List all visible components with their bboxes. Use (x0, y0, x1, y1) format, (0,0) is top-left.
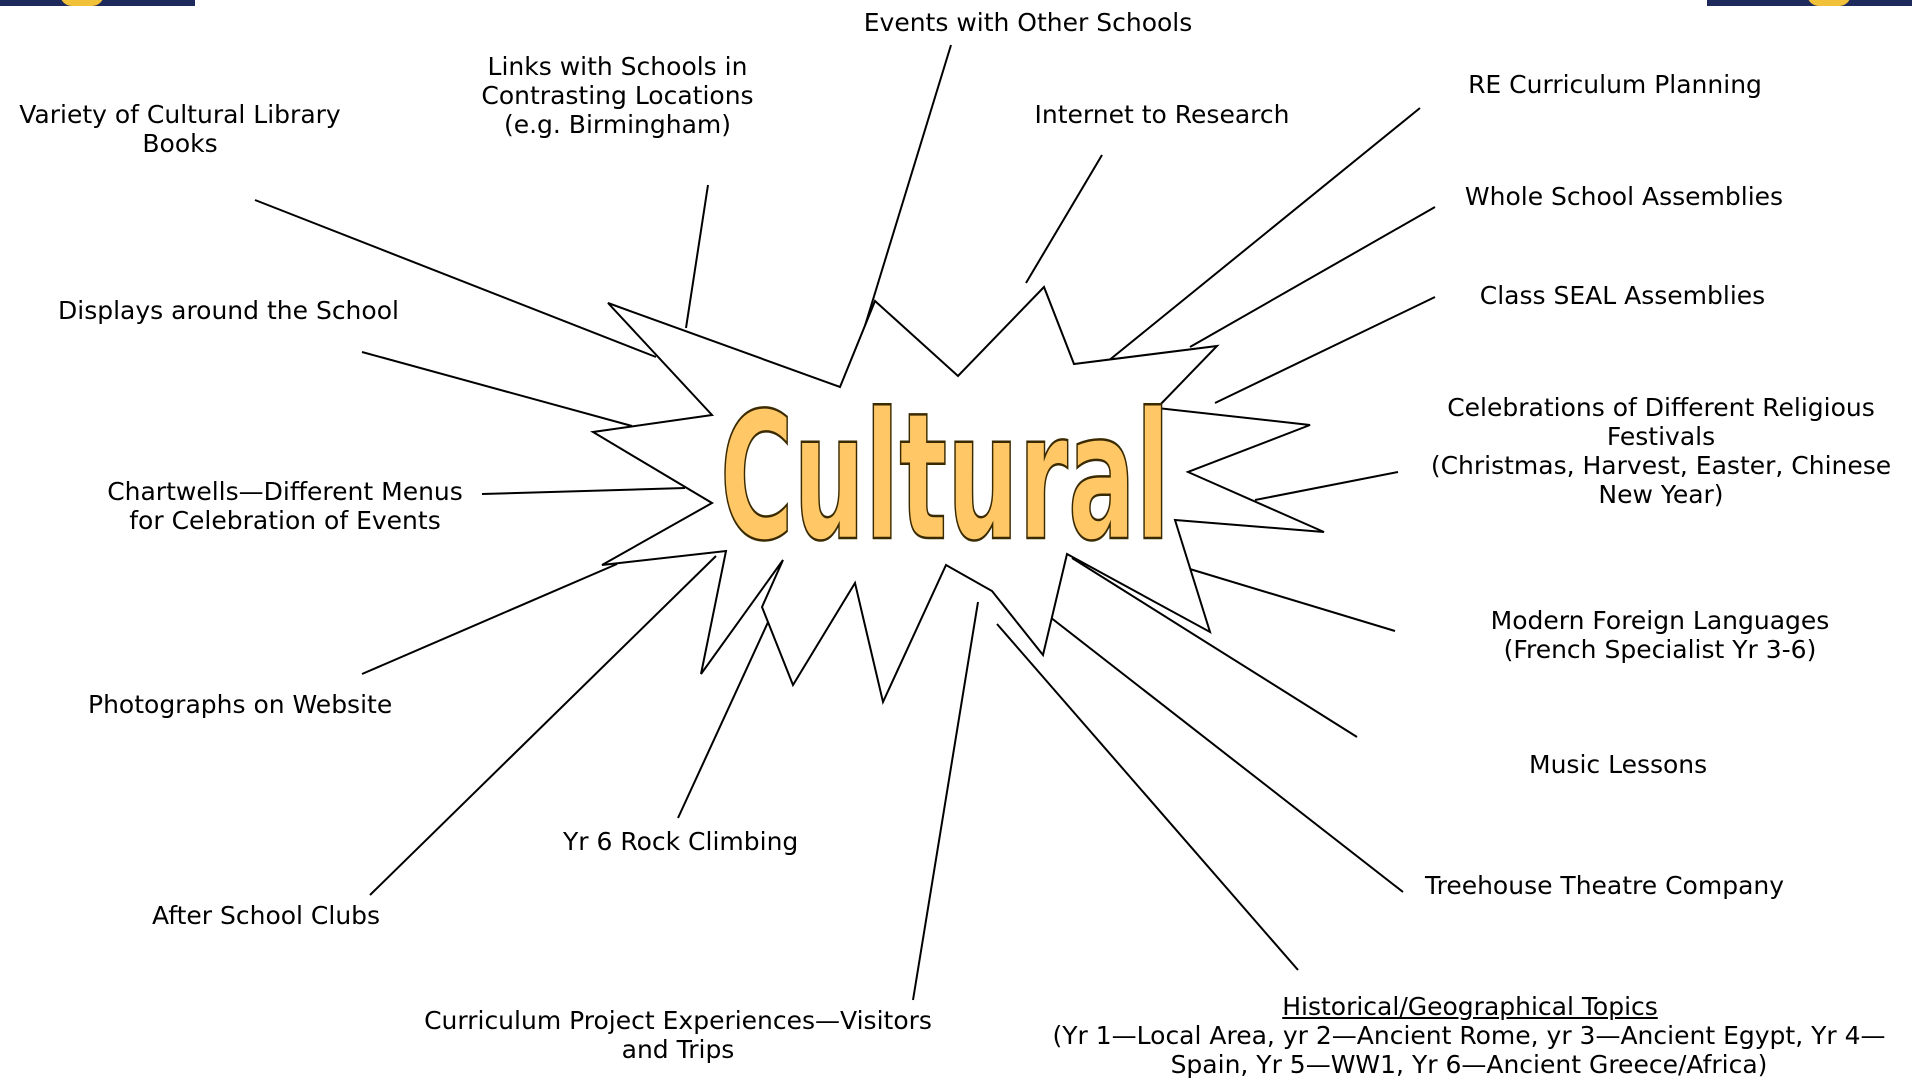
label-historical-title: Historical/Geographical Topics (1282, 992, 1658, 1021)
corner-decoration-right (1707, 0, 1912, 6)
label-rock-climbing: Yr 6 Rock Climbing (563, 827, 799, 856)
label-links-schools: Links with Schools in Contrasting Locati… (481, 52, 754, 139)
label-library-books: Variety of Cultural Library Books (19, 100, 341, 158)
label-celebrations: Celebrations of Different Religious Fest… (1430, 393, 1892, 509)
burst-shape (590, 285, 1325, 706)
corner-accent-right (1807, 0, 1851, 6)
label-chartwells: Chartwells—Different Menus for Celebrati… (107, 477, 463, 535)
connector-chartwells (481, 487, 686, 495)
connector-historical (996, 623, 1299, 971)
corner-decoration-left (0, 0, 195, 6)
connector-mfl (1169, 562, 1396, 632)
label-music: Music Lessons (1529, 750, 1708, 779)
label-re-curriculum: RE Curriculum Planning (1468, 70, 1762, 99)
label-internet-research: Internet to Research (1034, 100, 1290, 129)
label-events-other-schools: Events with Other Schools (863, 8, 1193, 37)
label-historical-detail: (Yr 1—Local Area, yr 2—Ancient Rome, yr … (1052, 1021, 1886, 1079)
label-whole-school-assemblies: Whole School Assemblies (1464, 182, 1784, 211)
connector-celebrations (1254, 471, 1399, 501)
center-word-cultural: Cultural (720, 375, 1170, 580)
label-mfl: Modern Foreign Languages (French Special… (1490, 606, 1830, 664)
label-curriculum-project: Curriculum Project Experiences—Visitors … (424, 1006, 932, 1064)
label-photographs: Photographs on Website (88, 690, 393, 719)
connector-rock-climbing (677, 606, 776, 819)
connector-after-school (369, 555, 717, 896)
label-displays: Displays around the School (58, 296, 399, 325)
connector-curriculum-project (912, 601, 979, 1001)
connector-photographs (361, 563, 618, 675)
label-class-seal: Class SEAL Assemblies (1479, 281, 1766, 310)
connector-library-books (254, 199, 657, 358)
connector-lines (254, 44, 1436, 1001)
connector-treehouse (1049, 616, 1404, 893)
connector-links-schools (685, 184, 709, 329)
connector-internet-research (1025, 154, 1103, 284)
connector-re-curriculum (1101, 107, 1421, 367)
connector-music (1071, 557, 1358, 738)
label-treehouse: Treehouse Theatre Company (1425, 871, 1785, 900)
connector-whole-school (1189, 206, 1436, 348)
connector-class-seal (1214, 296, 1436, 404)
label-after-school: After School Clubs (152, 901, 381, 930)
connector-displays (361, 351, 633, 427)
connector-events-other-schools (859, 44, 952, 343)
corner-accent-left (60, 0, 104, 6)
